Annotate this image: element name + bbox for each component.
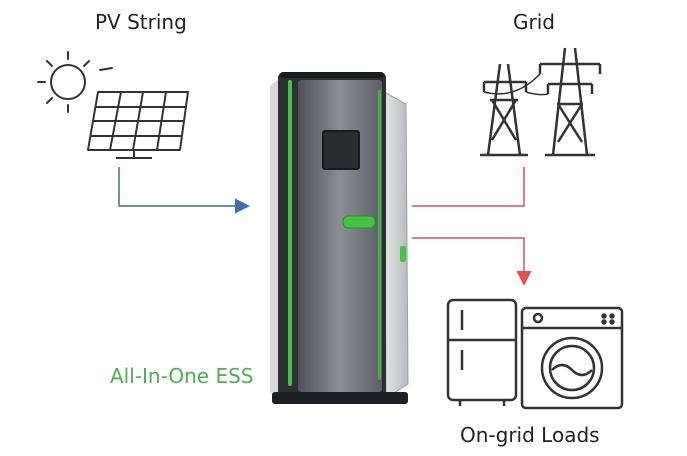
transmission-tower-icon	[480, 47, 602, 157]
refrigerator-icon	[446, 298, 518, 406]
load-flow-arrow	[412, 237, 532, 286]
grid-flow-line	[412, 167, 525, 207]
ess-cabinet	[270, 72, 409, 404]
washing-machine-icon	[520, 306, 624, 410]
pv-string-label: PV String	[95, 10, 187, 34]
pv-flow-arrow	[118, 167, 250, 214]
on-grid-loads-label: On-grid Loads	[460, 423, 600, 447]
ess-label: All-In-One ESS	[110, 364, 254, 388]
grid-label: Grid	[513, 10, 555, 34]
solar-panel-icon	[87, 91, 189, 159]
sun-icon	[37, 51, 113, 113]
